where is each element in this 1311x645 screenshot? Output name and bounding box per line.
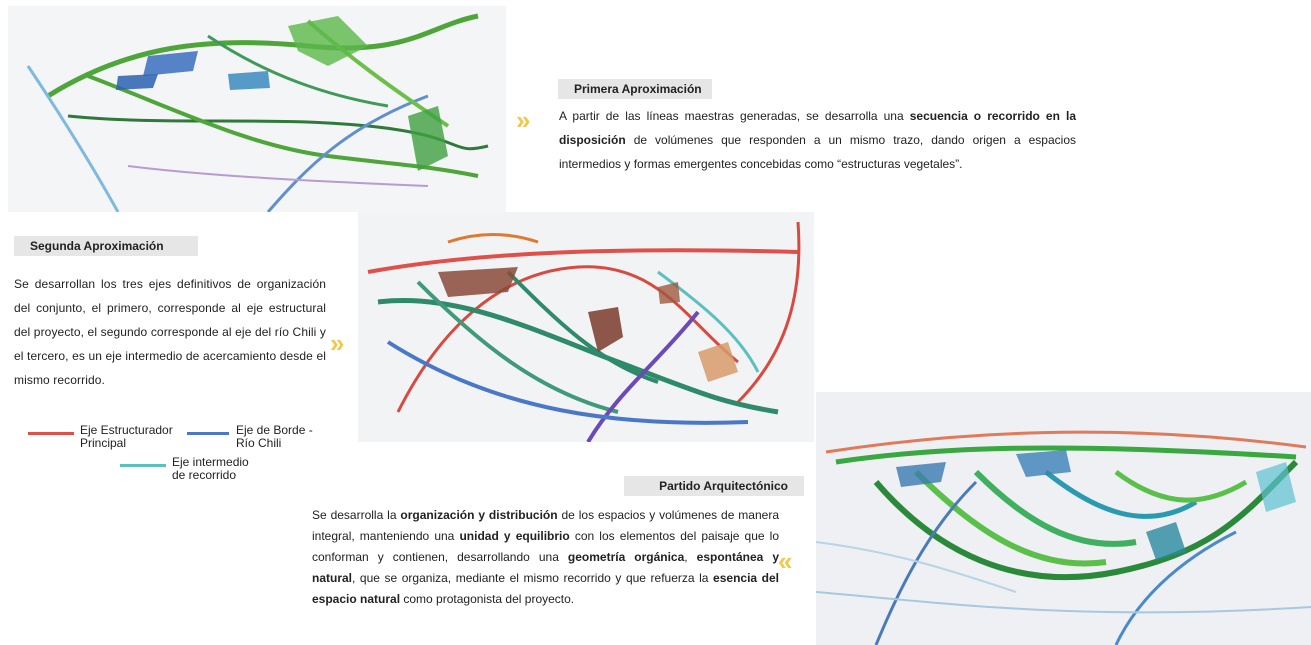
segunda-aproximacion-text: Se desarrollan los tres ejes definitivos…	[14, 277, 326, 387]
sketch-primera-drawing	[8, 6, 506, 212]
section3-part-3: unidad y equilibrio	[459, 529, 570, 543]
section1-part-0: A partir de las líneas maestras generada…	[559, 109, 910, 123]
section3-part-9: esencia del espacio natural	[312, 571, 779, 606]
chevron-left-icon: «	[778, 546, 793, 576]
section1-part-2: de volúmenes que responden a un mismo tr…	[559, 133, 1076, 171]
legend-label-borde: Eje de Borde - Río Chili	[236, 423, 313, 450]
legend-line-estructurador	[28, 432, 74, 435]
section3-part-7: espontánea y natural	[312, 550, 780, 585]
section3-part-0: Se desarrolla la	[312, 508, 401, 522]
section3-part-2: de los espacios y volúmenes de manera in…	[312, 508, 779, 543]
sketch-primera-aproximacion	[8, 6, 506, 212]
sketch-segunda-drawing	[358, 212, 814, 442]
legend-label-intermedio: Eje intermedio de recorrido	[172, 455, 249, 482]
legend-line-borde	[187, 432, 229, 435]
sketch-segunda-aproximacion	[358, 212, 814, 442]
chevron-right-icon: »	[516, 105, 531, 135]
section3-part-4: con los elementos del paisaje que lo con…	[312, 529, 780, 564]
chevron-right-icon: »	[330, 328, 345, 358]
section3-part-1: organización y distribución	[400, 508, 558, 522]
partido-arquitectonico-text: Se desarrolla la organización y distribu…	[312, 505, 779, 610]
section3-part-8: , que se organiza, mediante el mismo rec…	[352, 571, 714, 585]
section3-part-6: ,	[684, 550, 697, 564]
primera-aproximacion-text: A partir de las líneas maestras generada…	[559, 104, 1076, 176]
legend-line-intermedio	[120, 464, 166, 467]
section1-part-1: secuencia o recorrido en la disposición	[559, 109, 1076, 147]
legend-label-estructurador: Eje Estructurador Principal	[80, 423, 173, 450]
primera-aproximacion-title: Primera Aproximación	[558, 79, 712, 99]
sketch-partido-arquitectonico	[816, 392, 1311, 645]
section3-part-5: geometría orgánica	[567, 550, 685, 564]
sketch-partido-drawing	[816, 392, 1311, 645]
partido-arquitectonico-title: Partido Arquitectónico	[624, 476, 804, 496]
segunda-aproximacion-title: Segunda Aproximación	[14, 236, 198, 256]
section3-part-10: como protagonista del proyecto.	[400, 592, 575, 606]
